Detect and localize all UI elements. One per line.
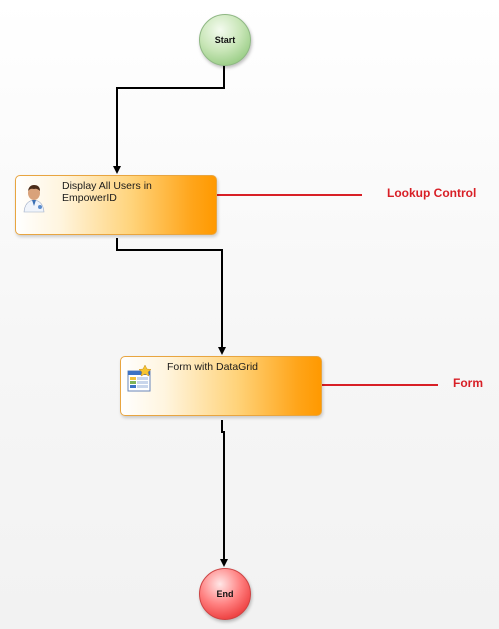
annotation-lookup-control: Lookup Control — [387, 186, 477, 200]
activity-form-with-datagrid-label: Form with DataGrid — [167, 361, 259, 373]
connector-display-users-to-form — [116, 238, 226, 355]
connector-form-to-end — [220, 420, 228, 567]
annotation-form: Form — [453, 376, 483, 390]
end-node-label: End — [216, 589, 234, 599]
form-grid-icon — [127, 364, 152, 392]
end-node[interactable]: End — [199, 568, 251, 620]
activity-display-users[interactable]: Display All Users in EmpowerID — [15, 175, 217, 235]
activity-form-with-datagrid[interactable]: Form with DataGrid — [120, 356, 322, 416]
activity-display-users-label: Display All Users in EmpowerID — [62, 180, 152, 204]
connector-start-to-display-users — [113, 64, 225, 174]
start-node[interactable]: Start — [199, 14, 251, 66]
start-node-label: Start — [214, 35, 236, 45]
user-icon — [23, 185, 45, 213]
